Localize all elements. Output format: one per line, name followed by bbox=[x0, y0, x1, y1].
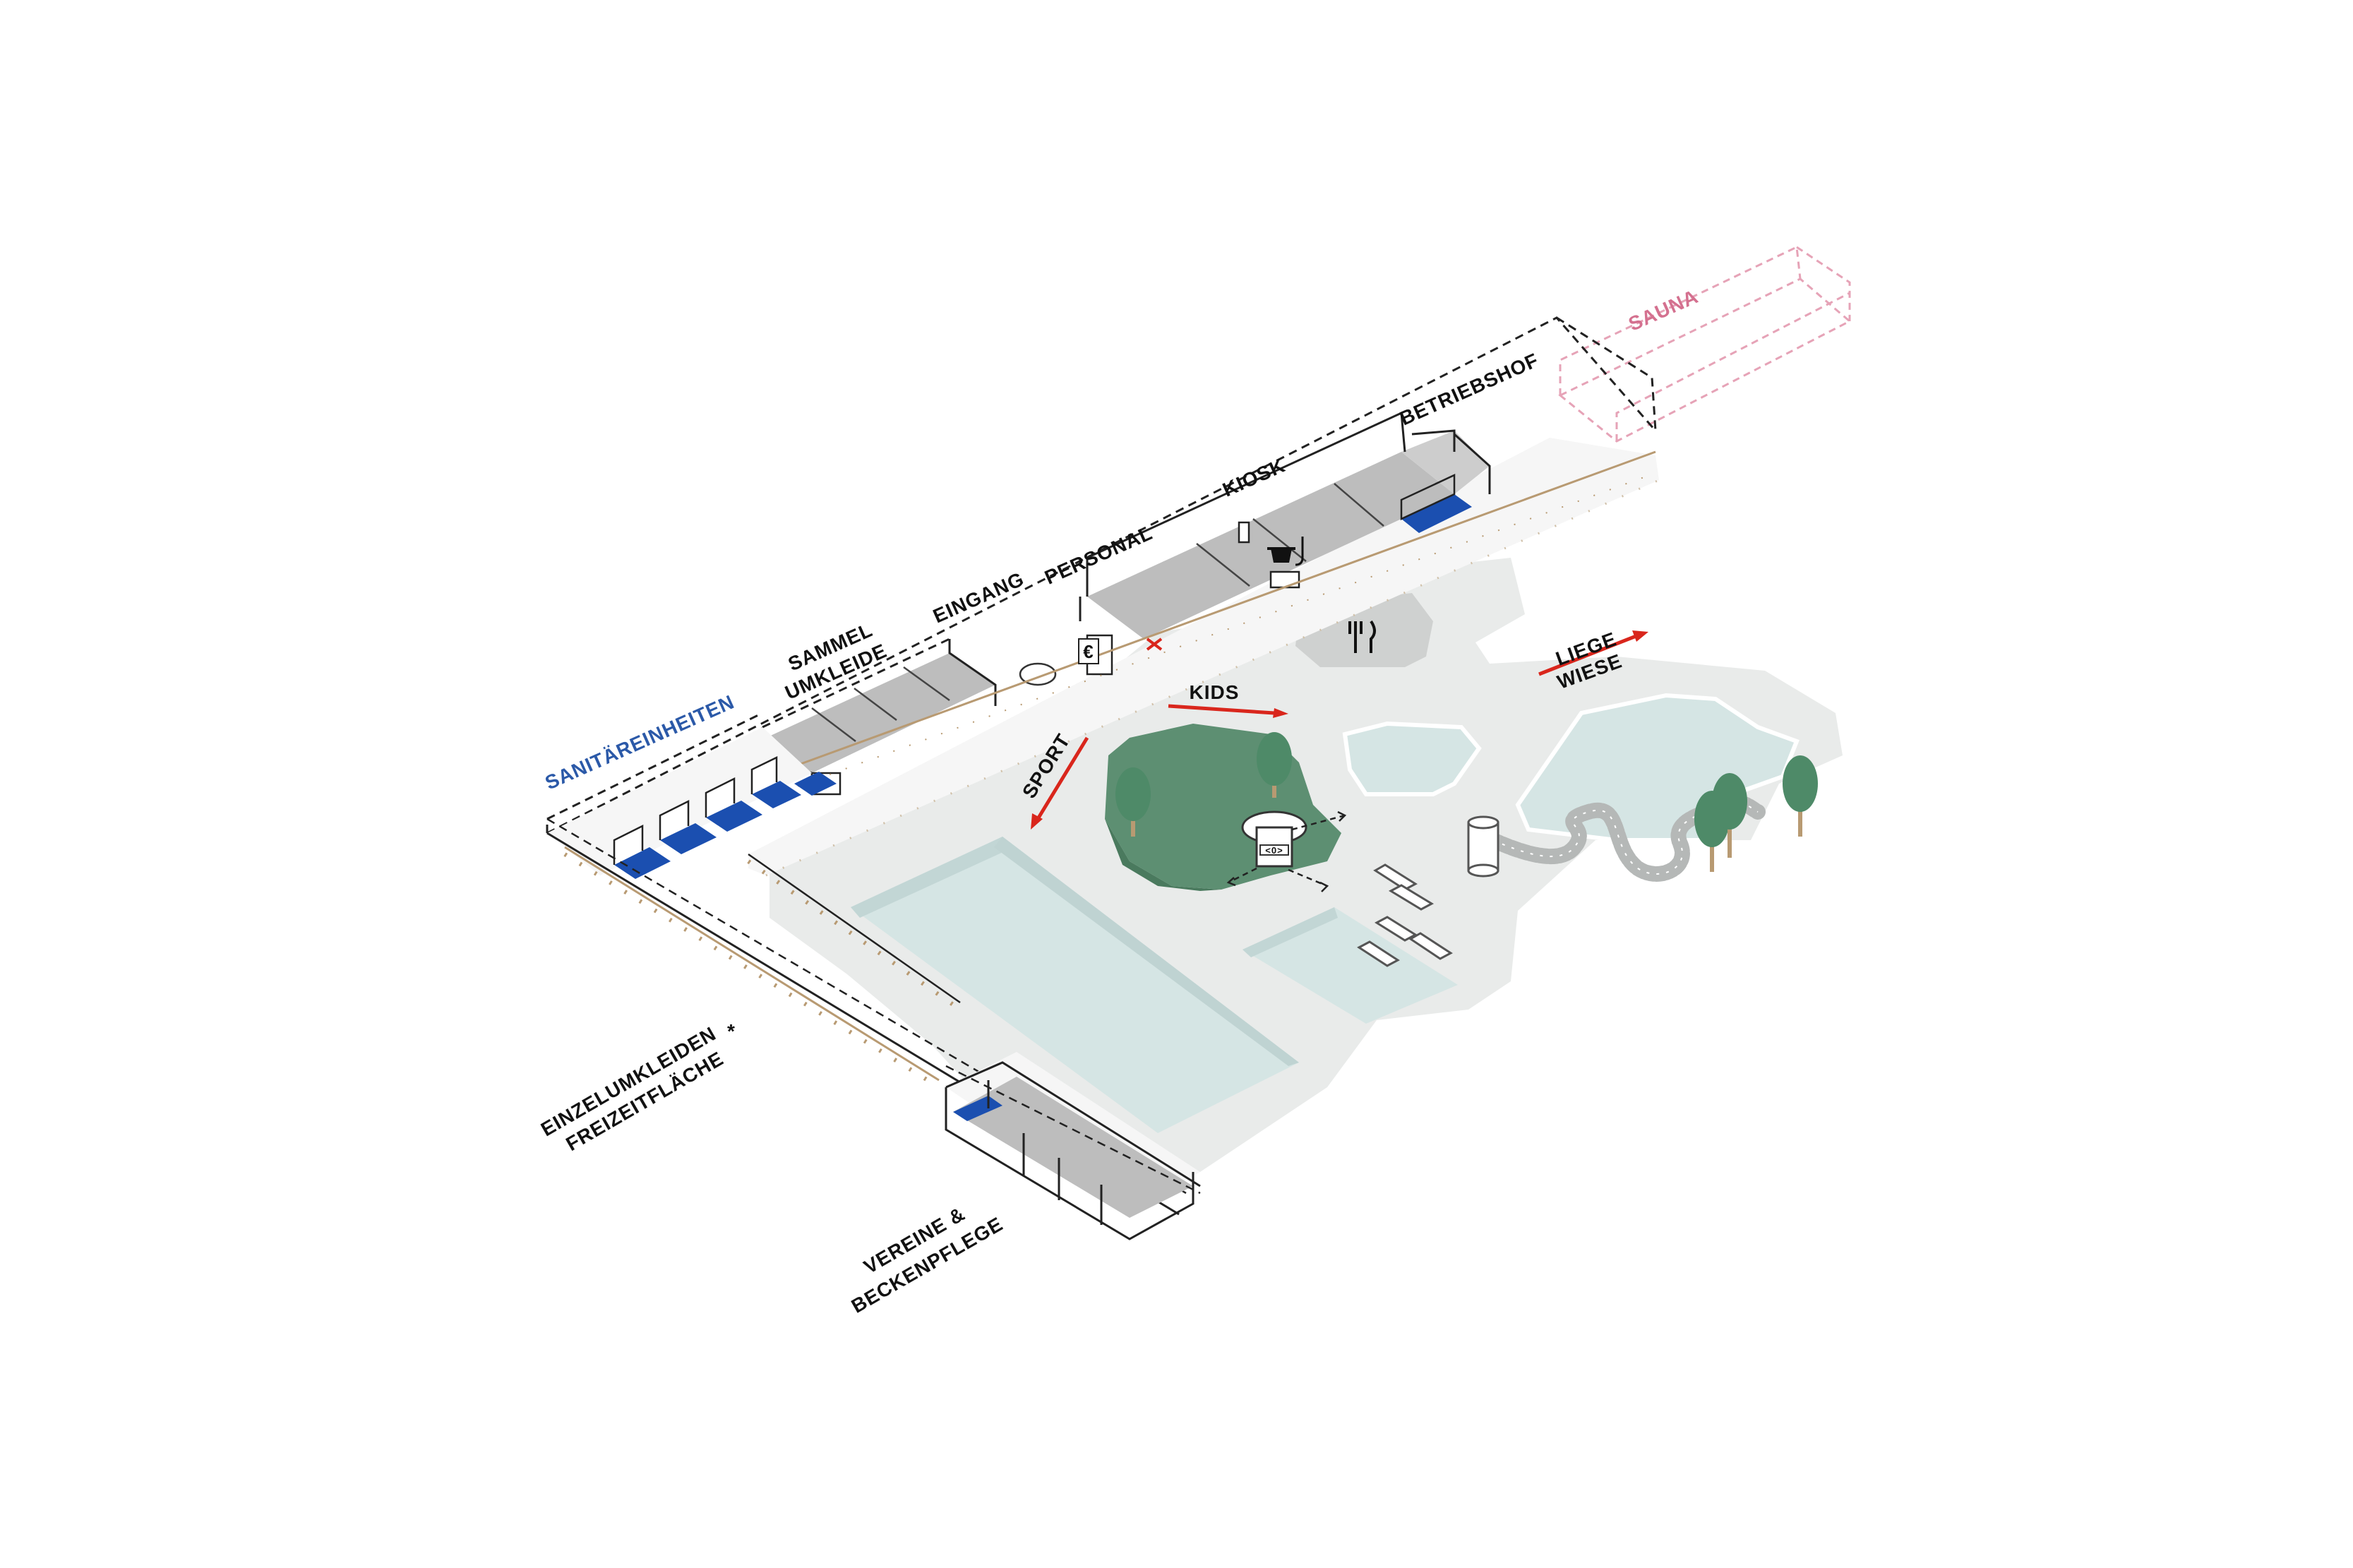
sanitary-unit bbox=[660, 823, 717, 854]
label-eingang: EINGANG bbox=[930, 568, 1027, 627]
label-kiosk: KIOSK bbox=[1219, 454, 1288, 501]
cross-mark-icon bbox=[1146, 638, 1163, 651]
label-einzel-mark: * bbox=[727, 1020, 736, 1042]
fence-main bbox=[765, 450, 1660, 877]
bench bbox=[1375, 916, 1418, 942]
tree bbox=[1712, 773, 1747, 858]
cutlery-icon bbox=[1348, 620, 1376, 653]
sanitary-unit bbox=[706, 801, 762, 832]
label-sauna: SAUNA bbox=[1625, 285, 1701, 335]
tree bbox=[1783, 755, 1818, 837]
liege-arrow bbox=[1538, 630, 1648, 676]
main-wing bbox=[546, 316, 1659, 875]
tree bbox=[1115, 767, 1151, 837]
main-pool bbox=[851, 837, 1299, 1133]
shallow-pool bbox=[1243, 907, 1458, 1024]
club-wing bbox=[945, 1052, 1201, 1240]
sanitary-unit bbox=[614, 847, 671, 879]
bench bbox=[1408, 932, 1453, 960]
bench bbox=[1388, 884, 1435, 911]
bench bbox=[1357, 940, 1400, 967]
trees bbox=[1115, 732, 1818, 872]
tower-sign: <0> bbox=[1265, 845, 1283, 856]
kids-arrow bbox=[1168, 704, 1288, 718]
bench bbox=[1373, 863, 1418, 891]
tree bbox=[1257, 732, 1292, 798]
kids-pool bbox=[1342, 721, 1482, 796]
sport-arrow bbox=[1031, 736, 1089, 830]
cooking-pot-icon bbox=[1267, 537, 1304, 566]
benches bbox=[1357, 863, 1453, 967]
svg-text:€: € bbox=[1083, 641, 1094, 662]
euro-icon: € bbox=[1078, 638, 1099, 664]
sauna-volume bbox=[1558, 245, 1852, 443]
label-kids: KIDS bbox=[1190, 681, 1240, 703]
lifeguard-tower: <0> bbox=[1226, 810, 1347, 892]
water-tank bbox=[1467, 815, 1499, 878]
sanitary-unit bbox=[794, 772, 837, 796]
sanitary-unit bbox=[752, 781, 801, 808]
